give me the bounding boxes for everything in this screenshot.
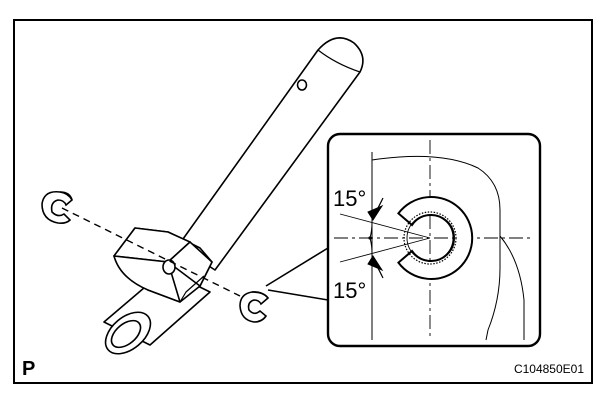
bracket-hole (162, 259, 176, 275)
column-shaft (103, 37, 364, 355)
angle-label-top: 15° (333, 186, 366, 211)
corner-label: P (22, 358, 35, 380)
detail-leader (265, 247, 329, 301)
detail-frame (326, 132, 542, 348)
angle-label-bottom: 15° (333, 278, 366, 303)
angle-guide-top (339, 213, 431, 239)
shaft-hole (296, 79, 308, 91)
figure-frame (13, 19, 593, 384)
angle-guide-bottom (339, 237, 431, 263)
detail-callout: 15° 15° (326, 132, 542, 348)
snap-ring-right (239, 291, 270, 323)
detail-snap-ring (397, 196, 474, 280)
figure-code: C104850E01 (514, 362, 584, 376)
snap-ring-left (41, 190, 74, 224)
pin-axis-line (61, 207, 241, 297)
detail-spline-shaft (403, 211, 457, 265)
